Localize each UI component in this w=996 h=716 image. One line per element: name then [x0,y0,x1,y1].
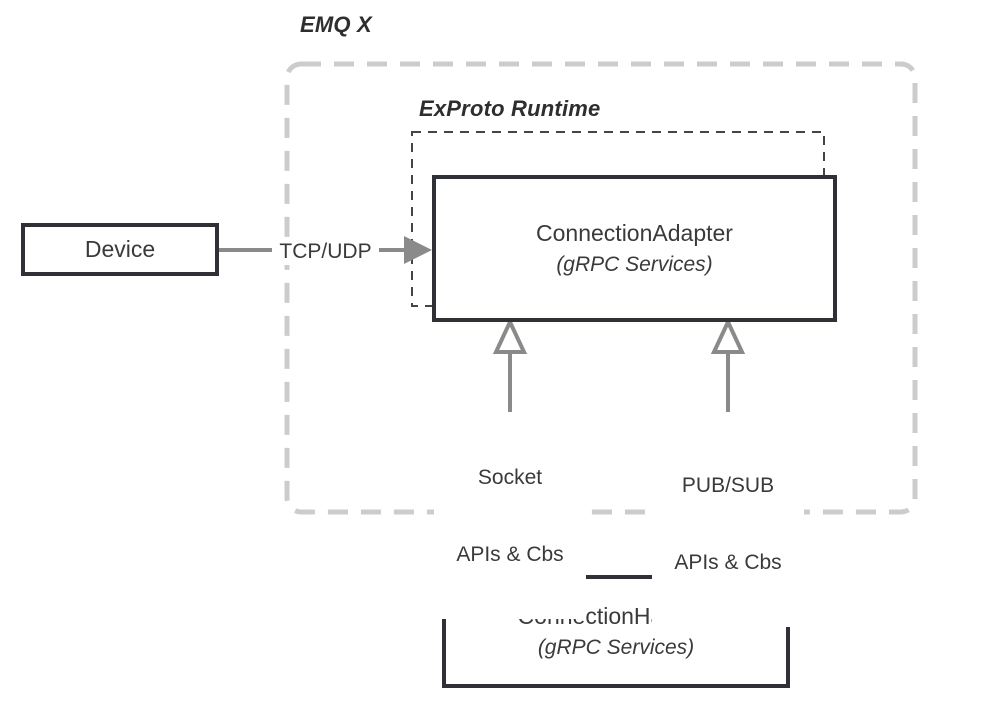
exproto-group-label: ExProto Runtime [419,96,601,121]
edge-label-socket-line2: APIs & Cbs [456,543,564,567]
edge-label-pubsub-line2: APIs & Cbs [674,551,782,575]
node-device-title: Device [84,236,156,262]
edge-label-socket-apis: Socket APIs & Cbs [434,414,586,619]
device-adapter-arrowhead [404,236,432,264]
socket-arrowhead-up [492,317,528,354]
edge-label-socket-line1: Socket [477,466,543,490]
edge-label-pubsub-line1: PUB/SUB [681,474,775,498]
emqx-group-label: EMQ X [300,12,372,37]
edge-label-pubsub-apis: PUB/SUB APIs & Cbs [652,422,804,627]
emqx-group-border [284,61,918,515]
node-connection-handler-subtitle: (gRPC Services) [537,636,695,659]
node-connection-adapter-title: ConnectionAdapter [536,220,733,246]
pubsub-arrowhead-up [710,317,746,354]
node-connection-adapter-subtitle: (gRPC Services) [556,253,713,276]
node-device[interactable]: Device [21,223,219,276]
node-connection-adapter[interactable]: ConnectionAdapter (gRPC Services) [432,175,837,322]
edge-label-tcp-udp: TCP/UDP [272,239,379,265]
